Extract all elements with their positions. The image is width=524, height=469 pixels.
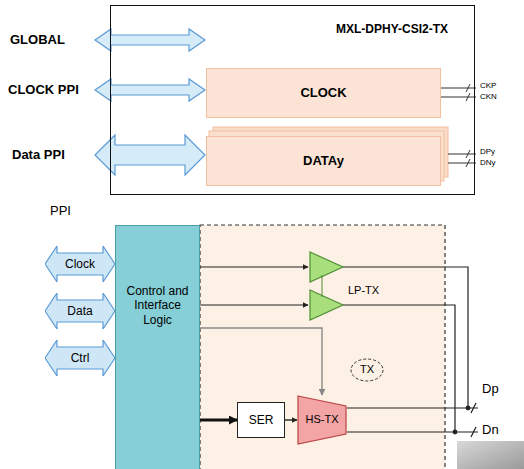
node-label: Control and Interface Logic (116, 226, 199, 327)
node-label: HS-TX (306, 413, 339, 426)
pin-wires (440, 84, 476, 167)
node-label: Clock (65, 257, 95, 271)
pin-label: DPy (480, 147, 495, 157)
interface-arrow (95, 29, 205, 51)
ppi-arrow: Data (45, 293, 115, 329)
output-wires (343, 267, 478, 437)
interface-label: GLOBAL (10, 32, 65, 48)
data-lane-box: DATAy (206, 136, 441, 186)
interface-label: PPI (50, 203, 71, 219)
node-label: SER (249, 413, 274, 427)
pin-label: Dn (482, 422, 499, 438)
hs-tx-driver: HS-TX (297, 395, 347, 445)
node-label: CLOCK (300, 85, 346, 101)
node-label: DATAy (303, 153, 344, 169)
pin-label: CKP (480, 81, 496, 91)
interface-arrow (95, 79, 205, 101)
signal-connector (200, 419, 237, 422)
interface-arrow (95, 135, 205, 175)
clock-lane-box: CLOCK (206, 68, 441, 118)
node-label: LP-TX (348, 284, 379, 297)
photo-corner (457, 441, 524, 469)
control-logic-box: Control and Interface Logic (115, 225, 200, 469)
interface-label: Data PPI (12, 147, 65, 163)
interface-label: CLOCK PPI (8, 82, 79, 98)
signal-connector (200, 266, 308, 267)
pin-label: DNy (480, 158, 496, 168)
module-box: MXL-DPHY-CSI2-TX CLOCK DATAy (110, 5, 475, 195)
node-label: Ctrl (71, 351, 90, 365)
node-label: MXL-DPHY-CSI2-TX (336, 22, 448, 36)
ppi-arrow: Clock (45, 246, 115, 282)
signal-connector (200, 328, 322, 395)
node-label: Data (67, 304, 92, 318)
signal-connector (285, 419, 297, 420)
serializer-box: SER (237, 402, 285, 438)
pin-label: CKN (480, 92, 497, 102)
signal-connector (200, 304, 308, 305)
node-label: TX (360, 363, 374, 376)
lp-tx-driver: LP-TX (308, 250, 393, 322)
pin-label: Dp (482, 381, 499, 397)
tx-ellipse: TX (350, 358, 384, 382)
ppi-arrow: Ctrl (45, 340, 115, 376)
